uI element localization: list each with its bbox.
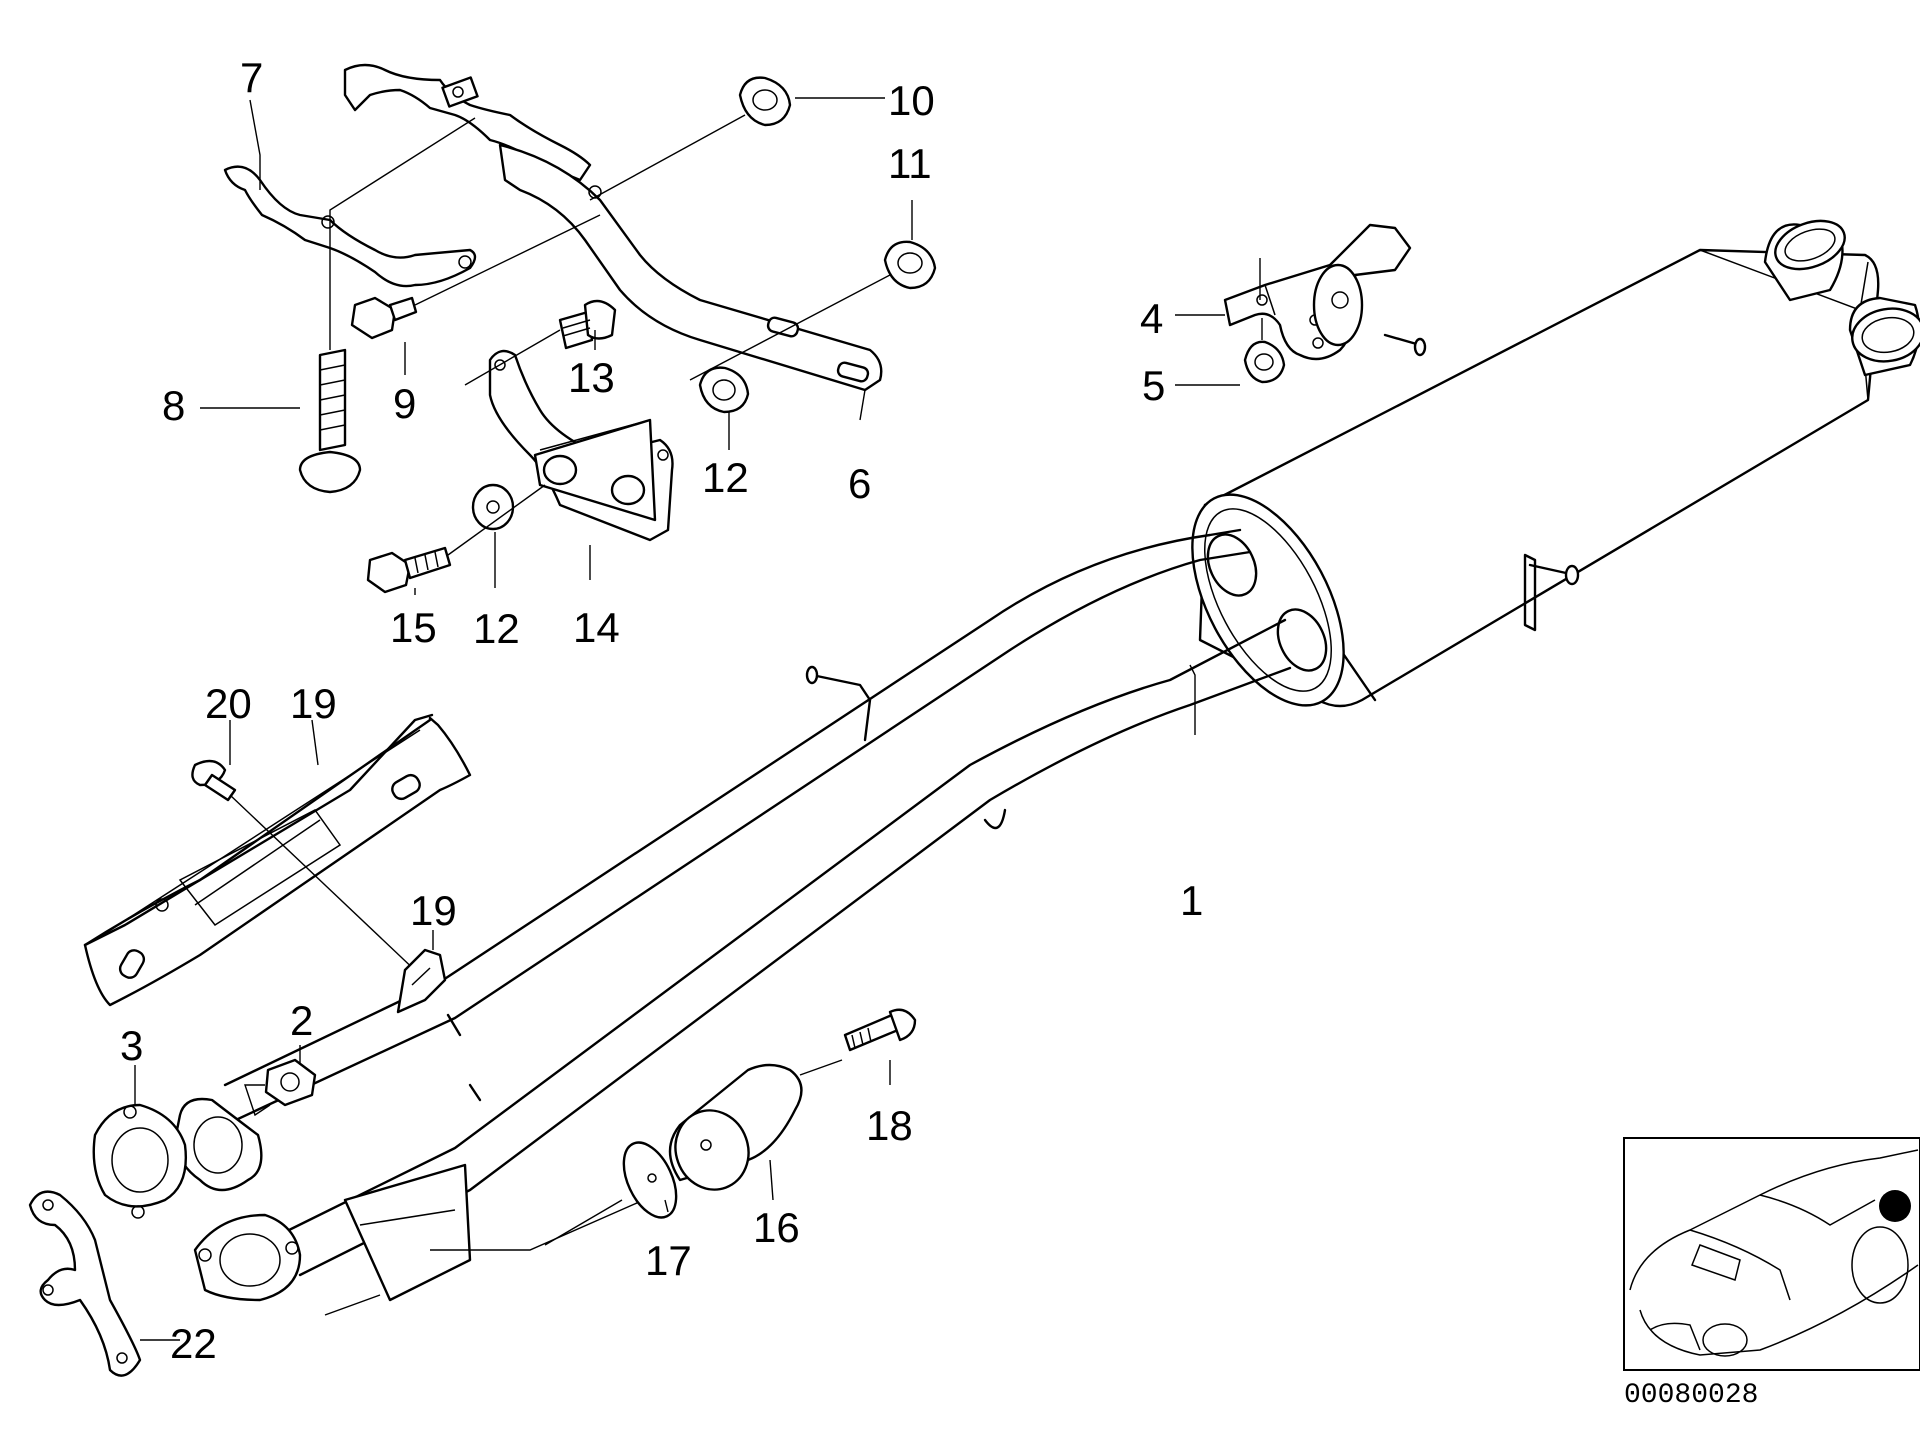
part-label-15: 15 [390,604,437,651]
bolt-8 [298,117,476,494]
part-label-2: 2 [290,997,313,1044]
location-marker-dot [1879,1190,1911,1222]
part-label-13: 13 [568,354,615,401]
part-label-10: 10 [888,77,935,124]
part-label-19: 19 [290,680,337,727]
part-label-1: 1 [1180,877,1203,924]
nut-2 [244,1058,317,1117]
rear-silencer-assembly [1191,219,1920,708]
part-label-7: 7 [240,54,263,101]
washer-17 [544,1141,678,1246]
part-label-14: 14 [573,604,620,651]
front-flange-upper [173,1097,263,1192]
part-label-20: 19 [410,887,457,934]
nut-10 [589,76,792,201]
hanger-6 [498,143,883,392]
clamp-upper [343,63,592,182]
vehicle-location-inset [1623,1137,1920,1371]
gasket-3 [92,1103,187,1219]
bolt-18 [799,1008,917,1076]
nut-5 [1243,318,1286,384]
exhaust-pipe-lower [298,666,1292,1277]
leader-lines [134,97,1240,1341]
front-pipes [173,528,1292,1316]
part-label-8: 8 [162,382,185,429]
inset-frame [1623,1137,1920,1371]
part-label-20-21: 20 [205,680,252,727]
bolt-13 [464,299,617,386]
heat-shield-19 [83,713,472,1007]
clip-20 [396,948,447,1014]
hanger-bracket-4 [1223,223,1412,361]
part-label-16: 16 [753,1204,800,1251]
diagram-code: 00080028 [1624,1380,1758,1411]
nut-12-upper [698,366,750,414]
washer-12-lower [471,483,515,531]
part-label-4: 4 [1140,295,1163,342]
bolt-9 [350,214,601,340]
nut-11 [689,240,937,381]
part-label-11: 11 [888,140,932,187]
part-label-6: 6 [848,460,871,507]
front-flange-lower [193,1213,302,1302]
part-label-9: 9 [393,380,416,427]
bracket-22 [28,1190,142,1377]
part-label-3: 3 [120,1022,143,1069]
clamp-7 [223,165,477,288]
bolt-15 [366,484,546,594]
exhaust-pipe-upper [223,550,1252,1127]
part-label-22: 22 [170,1320,217,1367]
part-label-12-lower: 12 [473,605,520,652]
part-label-18: 18 [866,1102,913,1149]
bolt-21 [191,759,421,976]
part-label-17: 17 [645,1237,692,1284]
part-number-labels: 1 2 3 4 5 6 7 8 9 10 11 12 12 13 14 15 1… [120,54,1203,1367]
part-label-12-upper: 12 [702,454,749,501]
rubber-mount-16 [668,1063,803,1191]
pipe-heat-plate [343,1163,472,1302]
part-label-5: 5 [1142,362,1165,409]
